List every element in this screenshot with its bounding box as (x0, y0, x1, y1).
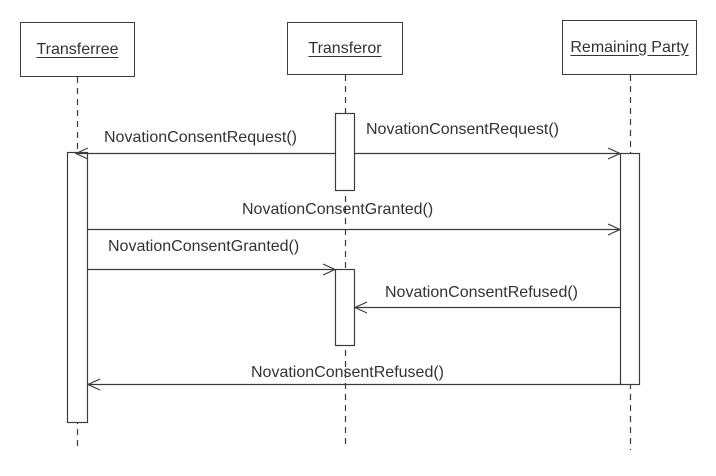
activation-remaining-party (619, 152, 641, 386)
message-arrow-4 (87, 263, 337, 276)
participant-box-transferor: Transferor (287, 22, 403, 75)
message-arrow-3 (87, 223, 622, 236)
arrowhead-left-icon (353, 301, 368, 314)
message-arrow-6 (86, 378, 621, 391)
activation-transferor-1 (334, 112, 356, 192)
message-label-2: NovationConsentRequest() (366, 121, 559, 138)
arrowhead-left-icon (74, 147, 89, 160)
arrowhead-left-icon (86, 378, 101, 391)
message-arrow-5 (353, 301, 621, 314)
arrowhead-right-icon (322, 263, 337, 276)
participant-name-remaining-party: Remaining Party (570, 38, 689, 56)
message-label-1: NovationConsentRequest() (104, 129, 297, 146)
activation-transferor-2 (334, 268, 356, 347)
message-label-3: NovationConsentGranted() (242, 201, 434, 218)
activation-transferree (66, 151, 89, 424)
participant-box-transferree: Transferree (20, 22, 135, 77)
arrowhead-right-icon (607, 223, 622, 236)
participant-name-transferree: Transferree (36, 40, 119, 58)
message-label-4: NovationConsentGranted() (108, 238, 300, 255)
message-label-6: NovationConsentRefused() (251, 364, 444, 381)
participant-name-transferor: Transferor (308, 39, 382, 57)
message-arrow-1 (74, 147, 336, 160)
arrowhead-right-icon (607, 147, 622, 160)
participant-box-remaining-party: Remaining Party (562, 20, 697, 75)
message-arrow-2 (354, 147, 622, 160)
message-label-5: NovationConsentRefused() (385, 284, 578, 301)
